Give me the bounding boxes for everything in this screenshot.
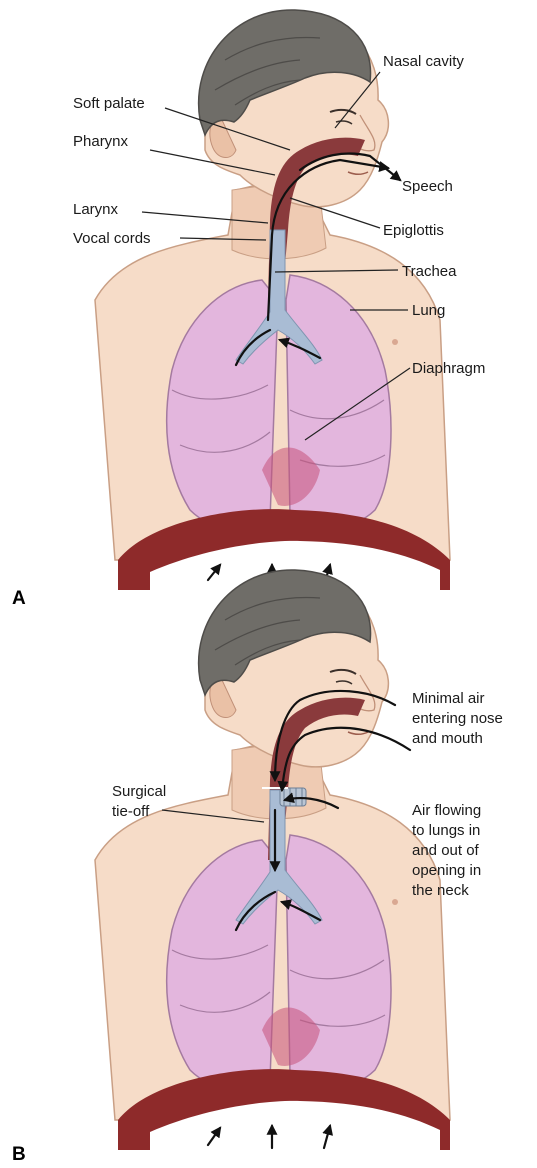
label-pharynx: Pharynx [73, 133, 129, 150]
label-diaphragm: Diaphragm [412, 360, 485, 377]
label-air-flowing-2: to lungs in [412, 822, 480, 839]
label-air-flowing-4: opening in [412, 862, 481, 879]
label-nasal-cavity: Nasal cavity [383, 53, 464, 70]
label-vocal-cords: Vocal cords [73, 230, 151, 247]
panel-letter-a: A [12, 588, 26, 609]
panel-letter-b: B [12, 1144, 26, 1165]
label-soft-palate: Soft palate [73, 95, 145, 112]
panel-b: Minimal air entering nose and mouth Surg… [12, 570, 503, 1165]
label-surgical-2: tie-off [112, 803, 150, 820]
label-trachea: Trachea [402, 263, 457, 280]
label-minimal-air-1: Minimal air [412, 690, 485, 707]
label-air-flowing-3: and out of [412, 842, 480, 859]
label-minimal-air-3: and mouth [412, 730, 483, 747]
label-air-flowing-5: the neck [412, 882, 469, 899]
label-minimal-air-2: entering nose [412, 710, 503, 727]
panel-a: Nasal cavity Soft palate Pharynx Speech … [12, 10, 485, 609]
label-epiglottis: Epiglottis [383, 222, 444, 239]
label-speech: Speech [402, 178, 453, 195]
label-air-flowing-1: Air flowing [412, 802, 481, 819]
label-lung: Lung [412, 302, 445, 319]
label-surgical-1: Surgical [112, 783, 166, 800]
label-larynx: Larynx [73, 201, 119, 218]
